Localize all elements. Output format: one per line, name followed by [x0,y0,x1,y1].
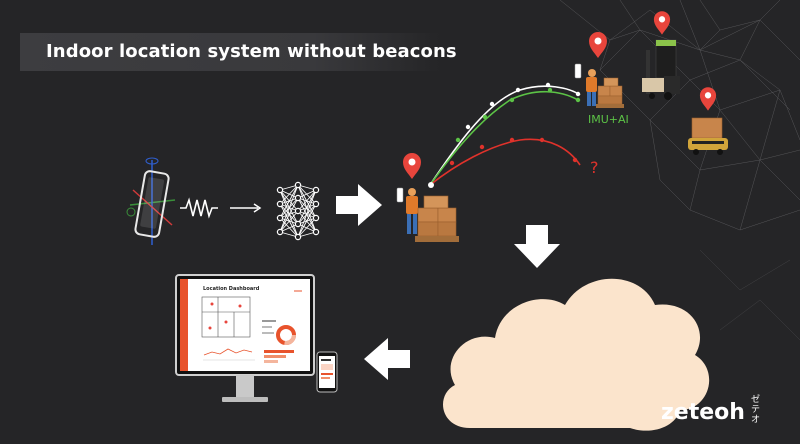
phone-dashboard-icon [316,351,338,393]
neuron-node [312,214,320,222]
location-pin-icon [653,11,671,35]
network-mesh-decoration [559,0,800,231]
brand-logo: zeteoh [661,400,745,425]
neural-network-icon [276,181,320,241]
phone-axes-icon [126,157,176,245]
brand-subtitle: ゼテオ [751,395,761,425]
neuron-node [276,228,284,236]
location-pins [403,11,717,179]
forklift-icon [642,39,680,100]
mesh-decoration-lower [699,249,800,341]
neuron-node [312,186,320,194]
green-path [429,90,579,186]
cloud-icon [443,278,710,431]
location-pin-icon [403,153,421,179]
vibration-wave-icon [180,197,218,219]
red-path [429,138,581,186]
arrow-right-bold [336,184,382,226]
unknown-label: ? [590,158,599,177]
neuron-node [294,194,302,202]
arrow-left-bold [364,338,410,380]
neuron-node [294,207,302,215]
worker-with-boxes-icon [396,187,459,242]
monitor-icon [175,274,315,402]
arrow-thin [230,203,262,213]
neuron-node [294,181,302,189]
arrow-down-bold [514,225,560,268]
worker-destination-icon [574,63,624,108]
imu-ai-label: IMU+AI [588,113,629,126]
location-pin-icon [699,87,717,111]
title-banner [20,33,440,71]
trajectory-paths [428,82,581,188]
white-path [429,85,581,186]
neuron-node [294,233,302,241]
location-pin-icon [589,32,607,58]
neuron-node [312,200,320,208]
page-title: Indoor location system without beacons [46,41,457,62]
neuron-node [276,200,284,208]
neuron-node [294,220,302,228]
neuron-node [276,186,284,194]
dashboard-title: Location Dashboard [203,286,260,292]
robot-cart-icon [688,117,728,155]
neuron-node [312,228,320,236]
neuron-node [276,214,284,222]
